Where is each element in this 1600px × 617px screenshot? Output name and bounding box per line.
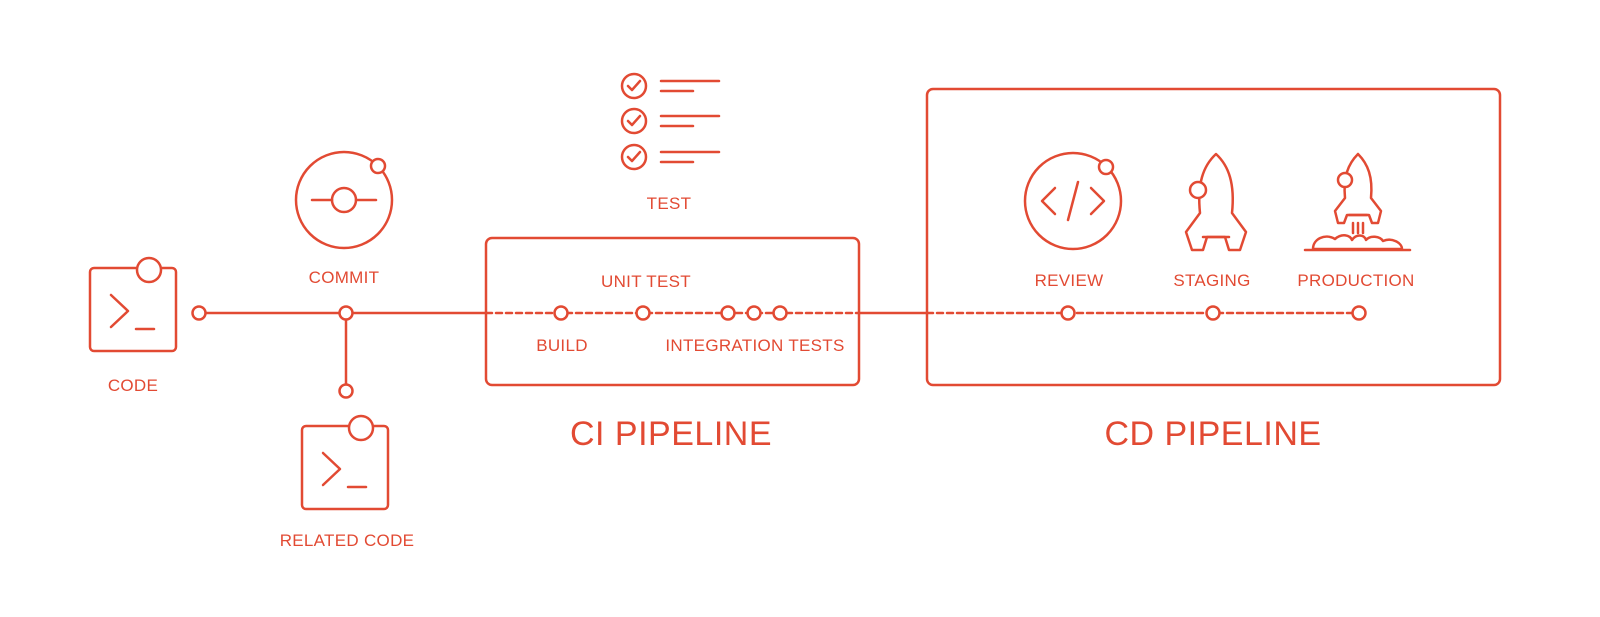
label-production: PRODUCTION (1297, 271, 1414, 290)
label-review: REVIEW (1035, 271, 1104, 290)
related-code-terminal-icon (300, 414, 390, 511)
code-terminal-icon (88, 256, 178, 353)
label-unit-test: UNIT TEST (601, 272, 691, 291)
node-staging (1205, 305, 1221, 321)
code-review-icon (1023, 151, 1123, 251)
label-commit: COMMIT (309, 268, 380, 287)
label-staging: STAGING (1173, 271, 1250, 290)
label-build: BUILD (536, 336, 588, 355)
label-related-code: RELATED CODE (280, 531, 415, 550)
checklist-icon (620, 72, 721, 171)
label-integration-tests: INTEGRATION TESTS (665, 336, 844, 355)
node-commit (338, 305, 354, 321)
node-integration-2 (746, 305, 762, 321)
cd-pipeline-box (925, 87, 1502, 387)
node-related-code (338, 383, 354, 399)
node-integration-1 (720, 305, 736, 321)
label-code: CODE (108, 376, 158, 395)
label-ci-pipeline: CI PIPELINE (570, 415, 772, 453)
node-code (191, 305, 207, 321)
node-build (553, 305, 569, 321)
ci-pipeline-box (484, 236, 861, 387)
rocket-launch-icon (1303, 152, 1412, 252)
label-test: TEST (647, 194, 692, 213)
node-production (1351, 305, 1367, 321)
rocket-icon (1184, 152, 1248, 252)
node-unit-test (635, 305, 651, 321)
label-cd-pipeline: CD PIPELINE (1104, 415, 1321, 453)
node-review (1060, 305, 1076, 321)
node-integration-3 (772, 305, 788, 321)
commit-icon (294, 150, 394, 250)
